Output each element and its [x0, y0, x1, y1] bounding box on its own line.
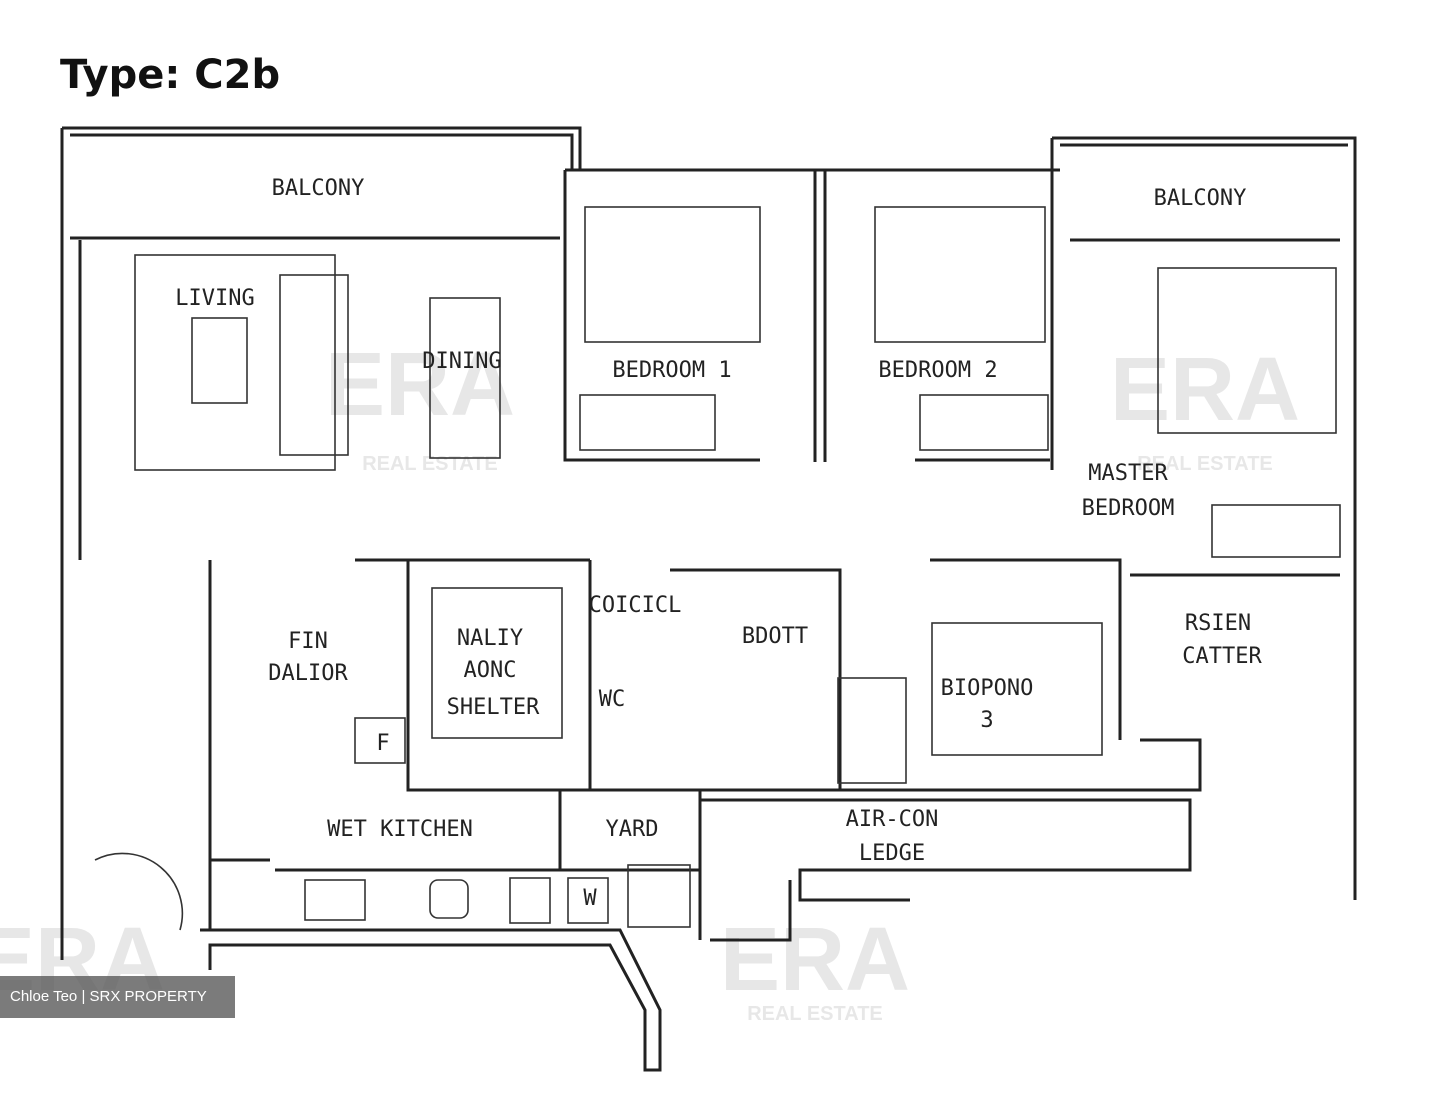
label-aircon-1: AIR-CON: [846, 807, 939, 832]
room-labels: BALCONY BALCONY LIVING DINING BEDROOM 1 …: [175, 176, 1262, 911]
label-washer: W: [583, 886, 597, 911]
svg-text:ERA: ERA: [325, 335, 515, 435]
dining-table: [429, 297, 501, 459]
label-shelter-2: AONC: [464, 658, 517, 683]
dishwasher: [509, 877, 551, 924]
walls: [60, 126, 1357, 1072]
sofa: [279, 274, 349, 456]
label-bedroom-2: BEDROOM 2: [878, 358, 997, 383]
coffee-table: [191, 317, 248, 404]
fridge: [354, 717, 406, 764]
sink: [429, 879, 469, 919]
label-shelter-3: SHELTER: [447, 695, 540, 720]
label-balcony-left: BALCONY: [272, 176, 365, 201]
label-living: LIVING: [175, 286, 254, 311]
label-master-1: MASTER: [1088, 461, 1168, 486]
washer: [567, 877, 609, 924]
label-fin-2: DALIOR: [268, 661, 348, 686]
label-shelter-1: NALIY: [457, 626, 523, 651]
plan-type-title: Type: C2b: [60, 52, 281, 98]
label-fridge: F: [376, 731, 389, 756]
furniture: [94, 206, 1341, 931]
credit-banner: Chloe Teo | SRX PROPERTY: [0, 976, 235, 1018]
heater: [627, 864, 691, 928]
label-bedroom-3-1: BIOPONO: [941, 676, 1034, 701]
svg-text:REAL ESTATE: REAL ESTATE: [747, 1003, 883, 1025]
wardrobe-2: [919, 394, 1049, 451]
label-bedroom-1: BEDROOM 1: [612, 358, 731, 383]
master-bed: [1157, 267, 1337, 434]
entrance-door: [94, 852, 184, 931]
label-aircon-2: LEDGE: [859, 841, 925, 866]
label-fin-1: FIN: [288, 629, 328, 654]
label-rsien-2: CATTER: [1182, 644, 1262, 669]
bed-3: [931, 622, 1103, 756]
svg-text:ERA: ERA: [1110, 340, 1300, 440]
shelter-box: [431, 587, 563, 739]
label-bdott: BDOTT: [742, 624, 808, 649]
living-rug: [134, 254, 336, 471]
stove: [304, 879, 366, 921]
svg-text:ERA: ERA: [720, 910, 910, 1010]
label-bedroom-3-2: 3: [980, 708, 993, 733]
label-balcony-right: BALCONY: [1154, 186, 1247, 211]
bed-1: [584, 206, 761, 343]
wardrobe-master: [1211, 504, 1341, 558]
label-wet-kitchen: WET KITCHEN: [327, 817, 473, 842]
wardrobe-1: [579, 394, 716, 451]
label-rsien-1: RSIEN: [1185, 611, 1251, 636]
label-yard: YARD: [606, 817, 659, 842]
label-dining: DINING: [422, 349, 501, 374]
svg-text:REAL ESTATE: REAL ESTATE: [1137, 453, 1273, 475]
label-wc: WC: [599, 687, 626, 712]
label-coicicl: COICICL: [589, 593, 682, 618]
wardrobe-3: [837, 677, 907, 784]
label-master-2: BEDROOM: [1082, 496, 1175, 521]
bed-2: [874, 206, 1046, 343]
watermark: ERA REAL ESTATE ERA REAL ESTATE ERA REAL…: [0, 335, 1300, 1025]
